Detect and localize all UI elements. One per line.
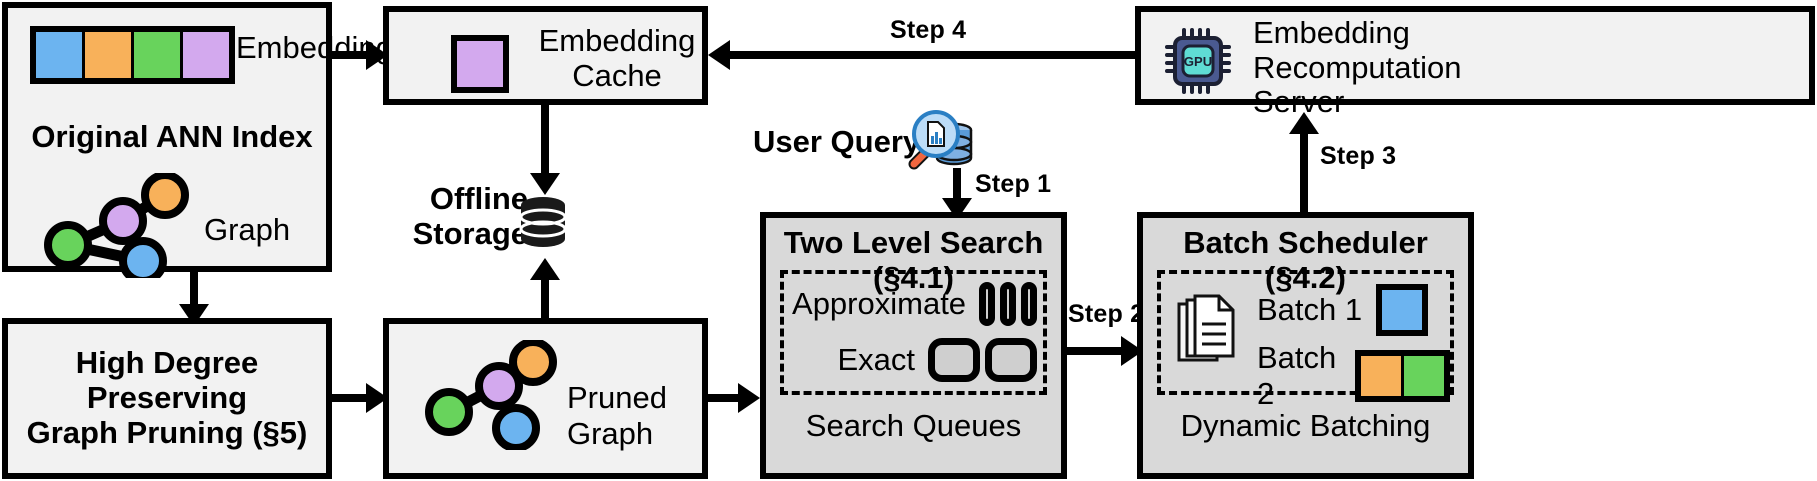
queue-cell[interactable] [979, 282, 996, 326]
embedding-swatch-purple [183, 32, 229, 78]
embedding-cache-title-line1: Embedding [538, 23, 696, 58]
step-1-label: Step 1 [975, 170, 1052, 198]
connector-prunedgraph-to-storage [541, 268, 549, 328]
user-query-label: User Query [753, 124, 921, 159]
search-queue-label-exact: Exact [837, 342, 915, 377]
gpu-chip-icon: GPU [1165, 28, 1231, 94]
queue-cell[interactable] [928, 338, 980, 382]
connector-step1 [953, 168, 961, 204]
batch-2-swatch-orange [1361, 356, 1401, 396]
batch-scheduler-title: Batch Scheduler (§4.2) [1183, 225, 1428, 295]
documents-stack-icon [1177, 294, 1235, 362]
batch-2-swatch-green [1404, 356, 1444, 396]
original-ann-index-box: Embedding Original ANN Index Graph [2, 2, 393, 278]
search-queue-row-exact: Exact [792, 338, 1037, 382]
embedding-swatch-blue [36, 32, 82, 78]
embedding-swatch-green [134, 32, 180, 78]
arrowhead-pruning-to-prunedgraph [366, 383, 388, 413]
embedding-swatch-strip [30, 26, 235, 84]
batch-1-swatch-blue [1376, 284, 1429, 336]
batch-scheduler-box: Batch Scheduler (§4.2) Batch 1 Batch 2 [1137, 212, 1474, 479]
recomputation-server-title: Embedding Recomputation Server [1253, 15, 1462, 120]
embedding-cache-title: Embedding Cache [529, 23, 705, 93]
original-ann-index-title: Original ANN Index [31, 119, 313, 154]
queue-cell[interactable] [1000, 282, 1017, 326]
dynamic-batching-dashed-panel: Batch 1 Batch 2 [1157, 270, 1454, 411]
two-level-search-title: Two Level Search (§4.1) [783, 225, 1044, 295]
batch-2-label: Batch 2 [1257, 340, 1337, 411]
search-queue-label-approximate: Approximate [792, 286, 967, 321]
dynamic-batching-footer: Dynamic Batching [1180, 408, 1431, 443]
arrowhead-index-to-cache [366, 40, 388, 70]
queue-cell[interactable] [1021, 282, 1037, 326]
embedding-cache-icon [451, 35, 509, 93]
graph-pruning-title: High Degree Preserving Graph Pruning (§5… [8, 345, 326, 450]
connector-index-to-pruning [190, 272, 198, 310]
connector-step3 [1300, 132, 1308, 212]
connector-index-to-cache [332, 51, 368, 59]
step-3-label: Step 3 [1320, 142, 1397, 170]
embedding-cache-title-line2: Cache [572, 57, 662, 93]
step-2-label: Step 2 [1068, 300, 1145, 328]
svg-text:GPU: GPU [1184, 54, 1212, 69]
recomputation-server-title-line1: Embedding [1253, 15, 1410, 50]
offline-storage-label: Offline Storage [398, 181, 528, 251]
batch-row-2: Batch 2 [1257, 340, 1450, 412]
magnifier-database-icon [908, 110, 973, 170]
connector-prunedgraph-to-search [708, 394, 740, 402]
database-cylinder-icon [519, 197, 567, 247]
offline-storage-label-line2: Storage [412, 215, 528, 251]
two-level-search-box: Two Level Search (§4.1) Approximate Exac… [760, 212, 1067, 479]
search-queue-row-approximate: Approximate [792, 282, 1037, 326]
graph-icon [44, 173, 189, 278]
batch-1-label: Batch 1 [1257, 292, 1363, 327]
recomputation-server-title-line3: Server [1253, 84, 1345, 120]
embedding-swatch-orange [85, 32, 131, 78]
graph-pruning-title-line2: Graph Pruning (§5) [26, 414, 308, 450]
connector-step2 [1067, 347, 1127, 355]
step-4-label: Step 4 [890, 16, 967, 44]
search-queues-footer: Search Queues [805, 408, 1022, 443]
pruned-graph-icon [425, 340, 557, 450]
offline-storage-label-line1: Offline [429, 181, 528, 216]
batch-row-1: Batch 1 [1257, 284, 1429, 336]
pruned-graph-label: Pruned Graph [567, 380, 667, 451]
arrowhead-step3 [1289, 112, 1319, 134]
graph-pruning-title-line1: High Degree Preserving [75, 345, 259, 416]
graph-label: Graph [204, 212, 291, 247]
arrowhead-step4 [708, 40, 730, 70]
embedding-cache-box: Embedding Cache [383, 6, 708, 105]
search-queues-dashed-panel: Approximate Exact [780, 270, 1047, 395]
recomputation-server-box: GPU Embedding Recomputation Server [1135, 6, 1815, 119]
pruned-graph-box: Pruned Graph [383, 318, 708, 479]
connector-cache-to-storage [541, 105, 549, 179]
connector-pruning-to-prunedgraph [332, 394, 368, 402]
recomputation-server-title-line2: Recomputation [1253, 49, 1462, 85]
arrowhead-cache-to-storage [530, 173, 560, 195]
queue-cell[interactable] [985, 338, 1037, 382]
arrowhead-prunedgraph-to-storage [530, 258, 560, 280]
graph-pruning-box: High Degree Preserving Graph Pruning (§5… [2, 318, 332, 479]
arrowhead-prunedgraph-to-search [738, 383, 760, 413]
connector-step4 [729, 51, 1135, 59]
